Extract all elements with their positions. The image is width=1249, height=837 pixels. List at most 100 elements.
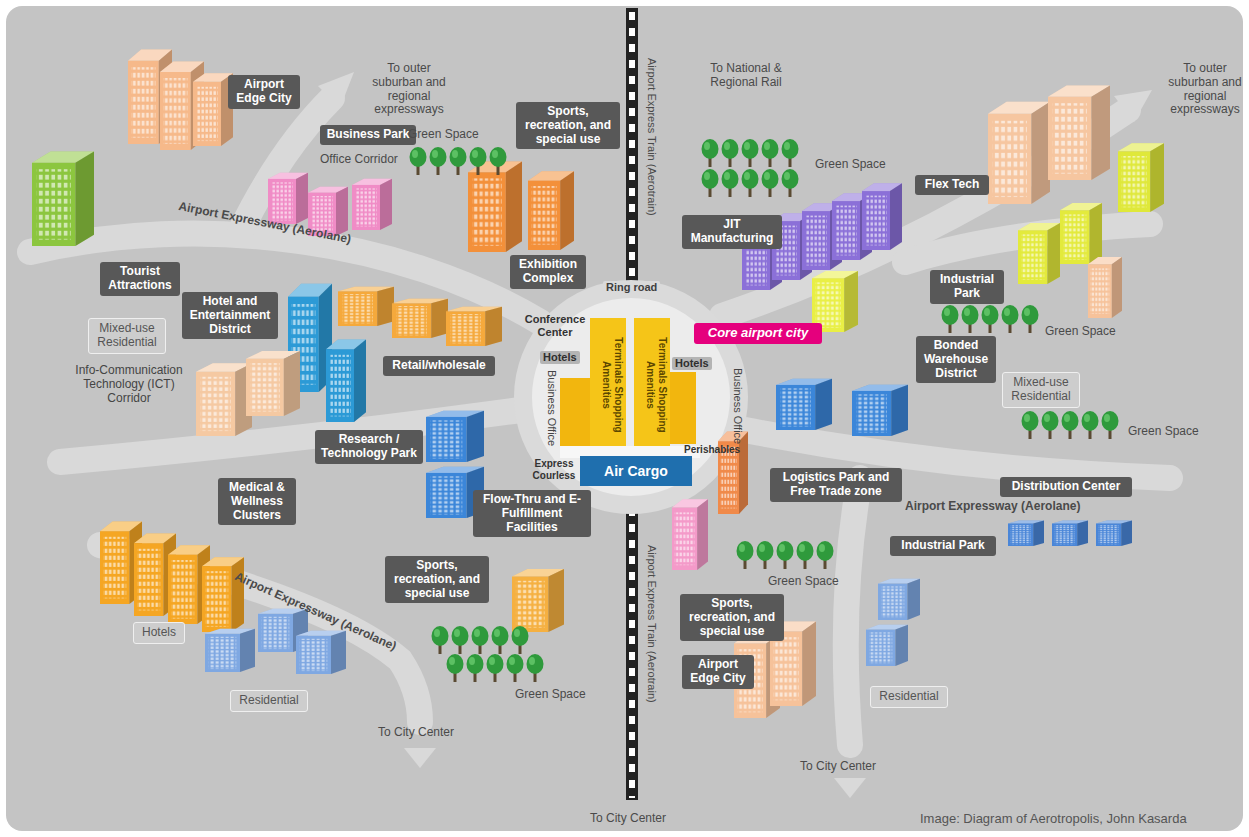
road-arrow [318,72,354,108]
area-name: Logistics Park and Free Trade zone [776,471,896,499]
building [246,351,300,416]
building [296,631,346,674]
map-label: Green Space [1128,425,1199,439]
building [852,385,908,436]
tree-row [702,139,799,167]
area-name: Residential [237,694,301,708]
map-label: Terminals Shopping Amenities [645,326,668,444]
road-arrow [1114,90,1152,122]
building [392,299,448,338]
ring-road [523,289,739,505]
tree-row [432,626,529,654]
area-label-box: Logistics Park and Free Trade zone [770,468,902,502]
area-outline-box: Hotels [133,622,185,644]
area-name: Flow-Thru and E-Fulfillment Facilities [479,493,585,534]
area-name: Core airport city [700,326,816,341]
area-name: Exhibition Complex [516,258,580,286]
area-label-box: Sports, recreation, and special use [516,102,620,149]
building [1118,143,1164,212]
terminal-block [670,372,696,444]
area-name: Mixed-use Residential [95,322,159,350]
map-label: Hotels [672,357,712,370]
road-arrow [404,748,436,768]
area-outline-box: Mixed-use Residential [1002,372,1080,408]
area-label-box: Distribution Center [1000,477,1132,497]
tree-row [737,541,834,569]
core-city-tag: Core airport city [694,323,822,344]
area-label-box: Sports, recreation, and special use [385,556,489,603]
terminal-block [560,378,592,446]
map-label: Hotels [540,351,580,364]
area-label-box: Sports, recreation, and special use [680,594,784,641]
area-label-box: Business Park [320,125,416,145]
area-name: JIT Manufacturing [688,218,776,246]
area-outline-box: Residential [870,686,948,708]
area-name: Airport Edge City [688,658,748,686]
area-label-box: Industrial Park [890,536,996,556]
map-label: Green Space [515,688,586,702]
building [866,625,908,666]
building [1052,520,1088,546]
area-label-box: Bonded Warehouse District [916,336,996,383]
road-arrow [834,778,866,798]
area-label-box: Airport Edge City [228,75,300,109]
building [32,152,94,246]
buildings [32,50,1164,718]
map-label: Green Space [408,128,479,142]
building [326,339,366,422]
area-name: Sports, recreation, and special use [686,597,778,638]
area-name: Distribution Center [1006,480,1126,494]
area-label-box: Flow-Thru and E-Fulfillment Facilities [473,490,591,537]
map-ground [6,6,1243,831]
area-label-box: Exhibition Complex [510,255,586,289]
terminal-tower [590,318,626,458]
map-label: Image: Diagram of Aerotropolis, John Kas… [920,812,1187,827]
area-name: Retail/wholesale [389,359,489,373]
area-name: Industrial Park [896,539,990,553]
area-name: Sports, recreation, and special use [522,105,614,146]
area-label-box: Hotel and Entertainment District [182,292,278,339]
road-arrows [318,72,1152,798]
area-label-box: Medical & Wellness Clusters [218,478,296,525]
map-label: Green Space [815,158,886,172]
area-label-box: Tourist Attractions [100,262,180,296]
area-label-box: JIT Manufacturing [682,215,782,249]
building [338,287,394,326]
map-label: To City Center [590,812,666,826]
map-label: To City Center [378,726,454,740]
building [1048,86,1110,180]
area-outline-box: Residential [230,690,308,712]
building [202,557,244,632]
area-name: Hotel and Entertainment District [188,295,272,336]
area-outline-box: Mixed-use Residential [88,318,166,354]
map-label: Green Space [1045,325,1116,339]
road [60,410,520,462]
area-label-box: Airport Edge City [682,655,754,689]
terminal-tower [634,318,670,458]
area-name: Hotels [140,626,178,640]
tree-row [447,654,544,682]
building [193,73,233,146]
map-label: To outer suburban and regional expresswa… [1166,62,1244,117]
building [196,363,252,436]
area-label-box: Industrial Park [930,270,1004,304]
map-label: To City Center [800,760,876,774]
map-label: Terminals Shopping Amenities [601,326,624,444]
area-name: Business Park [326,128,410,142]
map-label: Office Corridor [320,153,398,167]
building [205,629,255,672]
building [512,569,564,632]
building [862,183,902,250]
roads [30,98,1170,745]
building [1088,257,1122,318]
building [1008,520,1044,546]
map-label: Ring road [603,281,660,294]
area-label-box: Research / Technology Park [315,430,423,464]
map-label: To National & Regional Rail [686,62,806,90]
area-name: Tourist Attractions [106,265,174,293]
area-name: Air Cargo [586,463,686,479]
area-name: Airport Edge City [234,78,294,106]
area-label-box: Flex Tech [915,175,989,195]
map-label: Info-Communication Technology (ICT) Corr… [70,364,188,405]
